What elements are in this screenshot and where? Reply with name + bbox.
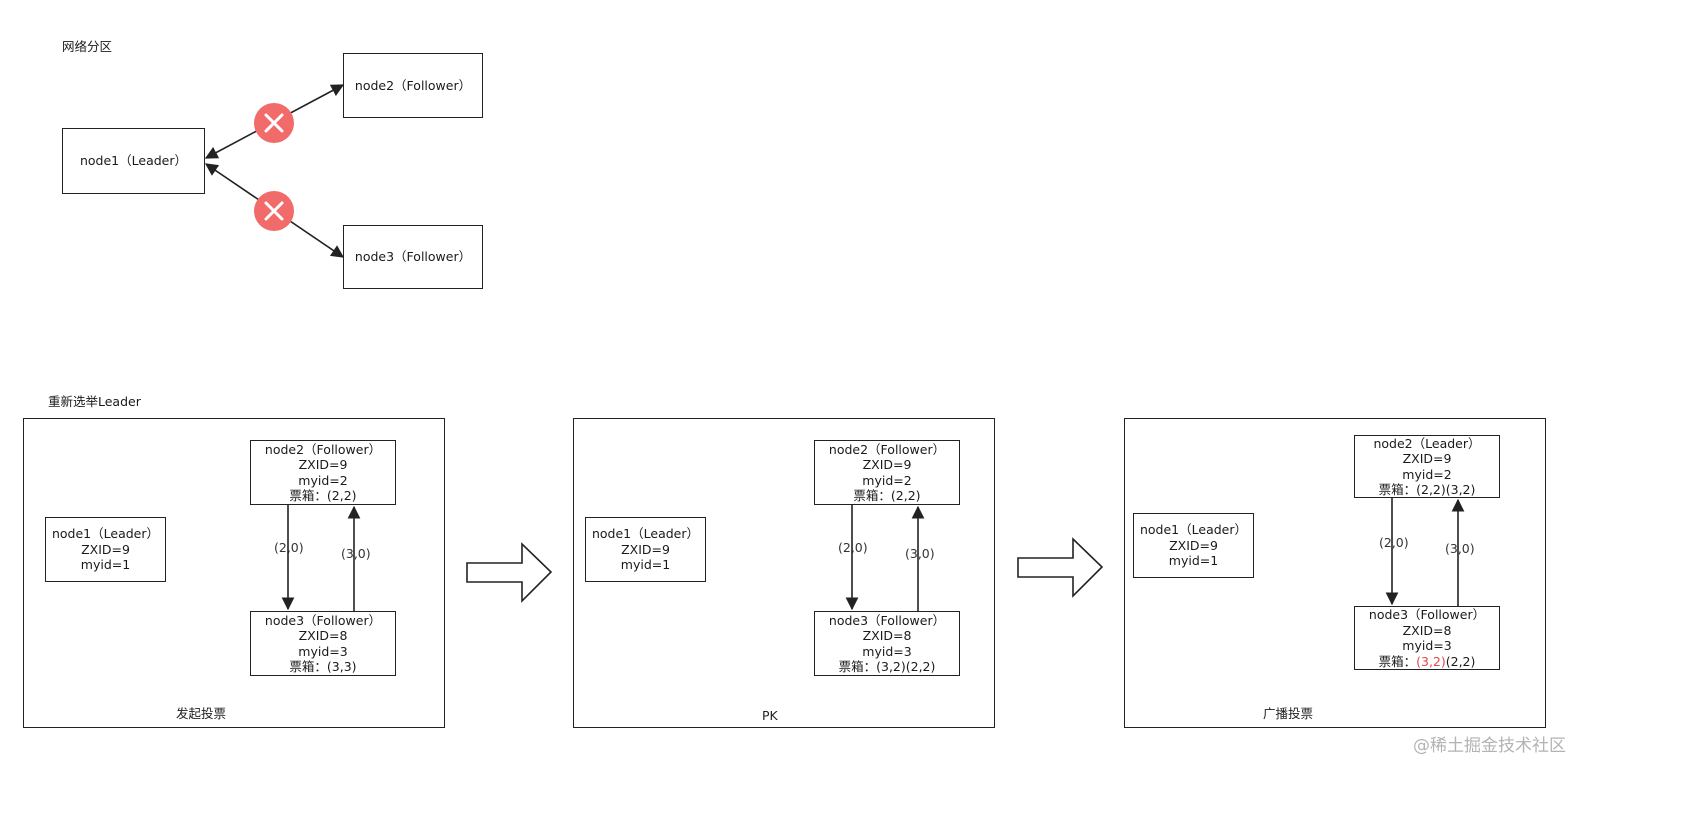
panel3-node3-title: node3（Follower） [1368, 607, 1486, 622]
panel1-node3-myid: myid=3 [298, 643, 348, 659]
panel1-node1-zxid: ZXID=9 [81, 541, 130, 557]
panel2-node3-title: node3（Follower） [828, 612, 946, 628]
panel2-label: PK [762, 708, 778, 723]
panel2-down-label: (2,0) [837, 540, 869, 555]
panel3-label: 广播投票 [1263, 706, 1314, 721]
panel2-node1-myid: myid=1 [620, 557, 671, 573]
panel1-node2-title: node2（Follower） [264, 441, 382, 457]
partition-node2: node2（Follower） [343, 53, 483, 118]
panel-broadcast-vote [1124, 418, 1546, 728]
partition-title: 网络分区 [62, 39, 113, 54]
panel2-node2-myid: myid=2 [862, 472, 912, 488]
watermark: @稀土掘金技术社区 [1413, 736, 1566, 756]
panel2-node1-zxid: ZXID=9 [621, 541, 670, 557]
partition-node2-label: node2（Follower） [354, 77, 472, 93]
panel3-node3-zxid: ZXID=8 [1402, 622, 1452, 638]
panel3-node3: node3（Follower） ZXID=8 myid=3 票箱：(3,2)(2… [1354, 606, 1500, 670]
panel1-node1-myid: myid=1 [80, 557, 131, 573]
panel2-node2-ballot: 票箱：(2,2) [853, 488, 921, 503]
panel1-node2-myid: myid=2 [298, 472, 348, 488]
panel2-up-label: (3,0) [904, 546, 936, 561]
panel1-node3-zxid: ZXID=8 [298, 628, 348, 643]
panel3-node1-myid: myid=1 [1168, 553, 1219, 569]
panel1-node2-ballot: 票箱：(2,2) [289, 488, 357, 503]
partition-node3: node3（Follower） [343, 225, 483, 289]
panel2-node2-title: node2（Follower） [828, 441, 946, 457]
cross-circle-icon [254, 103, 294, 143]
partition-node1-label: node1（Leader） [79, 153, 187, 169]
panel1-node1-title: node1（Leader） [51, 526, 159, 542]
panel2-node3-myid: myid=3 [862, 643, 912, 659]
panel2-node1: node1（Leader） ZXID=9 myid=1 [585, 517, 706, 582]
ballot-highlight: (3,2) [1416, 653, 1446, 669]
panel2-node1-title: node1（Leader） [591, 526, 699, 542]
panel-start-vote [23, 418, 445, 728]
panel3-node2-ballot: 票箱：(2,2)(3,2) [1378, 482, 1476, 497]
panel2-node3: node3（Follower） ZXID=8 myid=3 票箱：(3,2)(2… [814, 611, 960, 676]
panel3-node1-title: node1（Leader） [1139, 522, 1247, 538]
panel2-node2: node2（Follower） ZXID=9 myid=2 票箱：(2,2) [814, 440, 960, 505]
panel3-node3-ballot: 票箱：(3,2)(2,2) [1378, 653, 1476, 669]
panel2-node3-zxid: ZXID=8 [862, 628, 912, 643]
panel1-up-label: (3,0) [340, 546, 372, 561]
cross-circle-icon [254, 191, 294, 231]
panel2-node2-zxid: ZXID=9 [862, 457, 912, 472]
panel3-node1-zxid: ZXID=9 [1169, 537, 1218, 553]
panel2-node3-ballot: 票箱：(3,2)(2,2) [838, 659, 936, 674]
panel1-down-label: (2,0) [273, 540, 305, 555]
panel1-node1: node1（Leader） ZXID=9 myid=1 [45, 517, 166, 582]
panel3-down-label: (2,0) [1378, 535, 1410, 550]
panel1-node2: node2（Follower） ZXID=9 myid=2 票箱：(2,2) [250, 440, 396, 505]
panel3-node2: node2（Leader） ZXID=9 myid=2 票箱：(2,2)(3,2… [1354, 435, 1500, 498]
partition-node1: node1（Leader） [62, 128, 205, 194]
reelection-title: 重新选举Leader [48, 394, 141, 409]
panel1-node3: node3（Follower） ZXID=8 myid=3 票箱：(3,3) [250, 611, 396, 676]
panel1-label: 发起投票 [176, 706, 227, 721]
panel3-node3-myid: myid=3 [1402, 638, 1452, 653]
panel-pk [573, 418, 995, 728]
panel3-node2-title: node2（Leader） [1373, 435, 1481, 451]
panel3-node2-zxid: ZXID=9 [1402, 451, 1452, 466]
panel1-node2-zxid: ZXID=9 [298, 457, 348, 472]
panel1-node3-ballot: 票箱：(3,3) [289, 659, 357, 674]
partition-node3-label: node3（Follower） [354, 249, 472, 265]
panel3-up-label: (3,0) [1444, 541, 1476, 556]
panel1-node3-title: node3（Follower） [264, 612, 382, 628]
panel3-node1: node1（Leader） ZXID=9 myid=1 [1133, 513, 1254, 578]
panel3-node2-myid: myid=2 [1402, 466, 1452, 482]
